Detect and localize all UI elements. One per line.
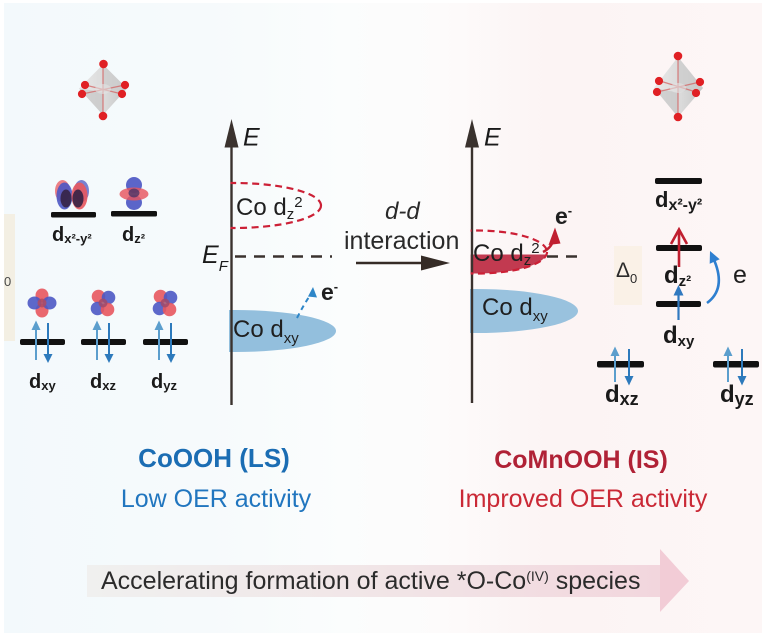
svg-text:interaction: interaction (344, 227, 459, 255)
svg-text:E: E (484, 124, 501, 152)
svg-text:Low OER activity: Low OER activity (121, 485, 312, 513)
svg-text:0: 0 (4, 274, 11, 289)
svg-text:CoMnOOH (IS): CoMnOOH (IS) (494, 446, 668, 474)
svg-text:e: e (733, 261, 747, 289)
svg-text:CoOOH (LS): CoOOH (LS) (138, 443, 290, 473)
svg-text:E: E (243, 124, 260, 152)
svg-text:d-d: d-d (385, 198, 420, 225)
svg-text:dxz: dxz (605, 381, 639, 409)
svg-text:Improved OER activity: Improved OER activity (459, 485, 708, 513)
svg-text:Accelerating formation of acti: Accelerating formation of active *O-Co(I… (101, 567, 640, 595)
